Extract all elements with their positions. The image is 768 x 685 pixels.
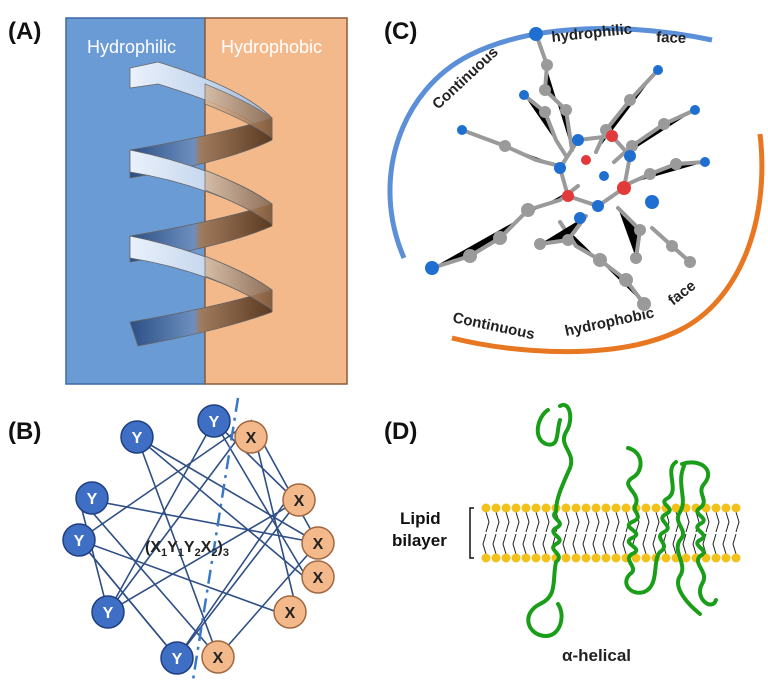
transmembrane-helices [526, 402, 718, 638]
hydrophobic-residues: X X X X X X [201, 420, 335, 674]
molecule-atoms [425, 27, 710, 311]
svg-text:X: X [213, 650, 224, 667]
panel-c-label: (C) [384, 18, 418, 45]
panel-d-label: (D) [384, 418, 418, 445]
residue-x: X [301, 560, 335, 594]
residue-y: Y [75, 481, 109, 515]
residue-y: Y [197, 404, 231, 438]
alpha-helical-caption: α-helical [562, 646, 631, 665]
residue-x: X [273, 595, 307, 629]
lipid-label: Lipid [400, 509, 441, 528]
svg-text:Y: Y [103, 605, 114, 622]
svg-text:X: X [285, 605, 296, 622]
panel-a-label: (A) [8, 18, 42, 45]
residue-x: X [234, 420, 268, 454]
svg-text:Y: Y [172, 651, 183, 668]
bilayer-bracket [469, 507, 474, 559]
svg-text:X: X [313, 570, 324, 587]
residue-y: Y [120, 420, 154, 454]
wheel-connections [76, 419, 319, 660]
residue-x: X [301, 526, 335, 560]
hydrophobic-label: Hydrophobic [221, 37, 322, 57]
bilayer-label: bilayer [392, 531, 447, 550]
hydrophobic-face-arc [451, 133, 765, 355]
amphipathic-axis [191, 397, 240, 681]
residue-x: X [201, 640, 235, 674]
svg-text:Y: Y [87, 491, 98, 508]
lipid-heads-bottom [481, 553, 741, 563]
hydrophilic-face-arc [387, 26, 713, 259]
helix-protein-3 [680, 460, 718, 607]
alpha-helix-ribbon [129, 61, 273, 347]
helix-protein-1-loop [535, 408, 562, 447]
hydrophilic-label: Hydrophilic [87, 37, 176, 57]
residue-y: Y [91, 595, 125, 629]
svg-text:Y: Y [209, 414, 220, 431]
svg-text:Y: Y [132, 430, 143, 447]
lipid-heads-top [481, 503, 741, 513]
helix-protein-1 [526, 402, 574, 638]
helix-protein-2 [624, 446, 678, 595]
svg-text:X: X [246, 430, 257, 447]
svg-text:X: X [294, 493, 305, 510]
helix-protein-3-tail [675, 464, 702, 616]
residue-x: X [282, 483, 316, 517]
svg-text:Y: Y [74, 533, 85, 550]
residue-y: Y [160, 641, 194, 675]
svg-text:X: X [313, 536, 324, 553]
residue-y: Y [62, 523, 96, 557]
hydrophilic-residues: Y Y Y Y Y Y [62, 404, 231, 675]
panel-b-label: (B) [8, 418, 42, 445]
hydrophilic-face-label: face [656, 29, 687, 47]
